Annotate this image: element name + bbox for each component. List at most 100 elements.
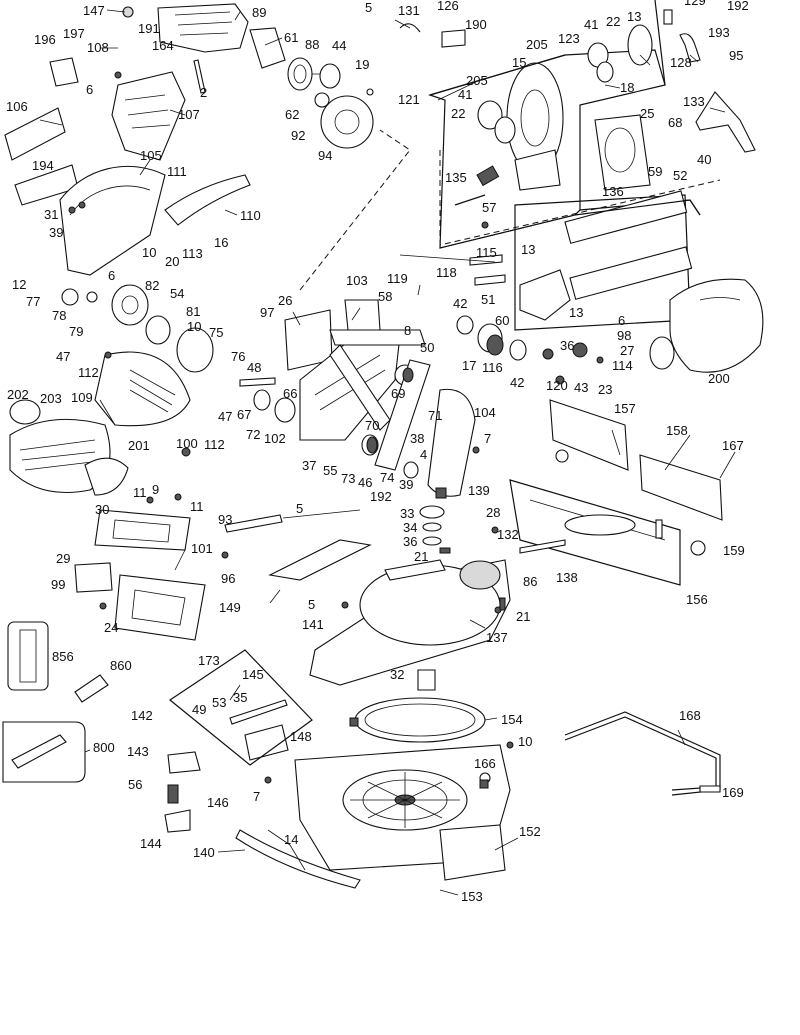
part-label: 22 bbox=[451, 106, 465, 121]
part-label: 5 bbox=[308, 597, 315, 612]
part-label: 133 bbox=[683, 94, 705, 109]
part-label: 42 bbox=[510, 375, 524, 390]
fasteners bbox=[68, 71, 604, 804]
part-label: 106 bbox=[6, 99, 28, 114]
part-label: 71 bbox=[428, 408, 442, 423]
part-label: 114 bbox=[612, 358, 633, 373]
hold-down-rod bbox=[564, 711, 721, 796]
part-label: 5 bbox=[365, 0, 372, 15]
part-label: 28 bbox=[486, 505, 500, 520]
fence-assembly bbox=[509, 399, 723, 586]
part-label: 169 bbox=[722, 785, 744, 800]
part-label: 205 bbox=[466, 73, 488, 88]
part-label: 67 bbox=[237, 407, 251, 422]
lower-guard-assembly bbox=[9, 284, 333, 496]
part-label: 128 bbox=[670, 55, 692, 70]
part-label: 157 bbox=[614, 401, 636, 416]
part-label: 148 bbox=[290, 729, 312, 744]
part-label: 205 bbox=[526, 37, 548, 52]
part-label: 27 bbox=[620, 343, 634, 358]
part-label: 129 bbox=[684, 0, 706, 8]
part-label: 112 bbox=[204, 437, 225, 452]
part-label: 49 bbox=[192, 702, 206, 717]
part-label: 13 bbox=[627, 9, 641, 24]
part-label: 196 bbox=[34, 32, 56, 47]
part-label: 152 bbox=[519, 824, 541, 839]
accessory-parts bbox=[2, 621, 289, 833]
part-label: 68 bbox=[668, 115, 682, 130]
part-label: 47 bbox=[56, 349, 70, 364]
part-label: 203 bbox=[40, 391, 62, 406]
part-label: 88 bbox=[305, 37, 319, 52]
part-label: 193 bbox=[708, 25, 730, 40]
part-label: 39 bbox=[399, 477, 413, 492]
part-label: 202 bbox=[7, 387, 29, 402]
part-label: 4 bbox=[420, 447, 427, 462]
part-label: 55 bbox=[323, 463, 337, 478]
part-label: 36 bbox=[403, 534, 417, 549]
part-label: 856 bbox=[52, 649, 74, 664]
part-label: 54 bbox=[170, 286, 184, 301]
part-label: 15 bbox=[512, 55, 526, 70]
part-label: 36 bbox=[560, 338, 574, 353]
part-label: 52 bbox=[673, 168, 687, 183]
part-label: 108 bbox=[87, 40, 109, 55]
part-label: 137 bbox=[486, 630, 508, 645]
part-label: 39 bbox=[49, 225, 63, 240]
part-label: 6 bbox=[108, 268, 115, 283]
part-label: 93 bbox=[218, 512, 232, 527]
part-label: 110 bbox=[240, 208, 261, 223]
part-label: 2 bbox=[200, 85, 207, 100]
part-label: 33 bbox=[400, 506, 414, 521]
part-label: 32 bbox=[390, 667, 404, 682]
part-label: 89 bbox=[252, 5, 266, 20]
part-label: 142 bbox=[131, 708, 153, 723]
part-label: 95 bbox=[729, 48, 743, 63]
part-label: 201 bbox=[128, 438, 150, 453]
part-label: 47 bbox=[218, 409, 232, 424]
part-label: 48 bbox=[247, 360, 261, 375]
part-label: 192 bbox=[727, 0, 749, 13]
part-label: 126 bbox=[437, 0, 459, 13]
part-label: 103 bbox=[346, 273, 368, 288]
part-label: 8 bbox=[404, 323, 411, 338]
part-label: 96 bbox=[221, 571, 235, 586]
part-label: 121 bbox=[398, 92, 420, 107]
blade-guard-upper bbox=[4, 57, 251, 276]
part-label: 149 bbox=[219, 600, 241, 615]
turntable-and-base bbox=[235, 505, 566, 889]
part-label: 69 bbox=[391, 386, 405, 401]
part-label: 123 bbox=[558, 31, 580, 46]
part-label: 99 bbox=[51, 577, 65, 592]
part-label: 194 bbox=[32, 158, 54, 173]
part-label: 119 bbox=[387, 271, 408, 286]
part-drawings bbox=[2, 0, 764, 889]
part-label: 7 bbox=[484, 431, 491, 446]
part-label: 118 bbox=[436, 265, 457, 280]
part-label: 79 bbox=[69, 324, 83, 339]
part-label: 97 bbox=[260, 305, 274, 320]
part-label: 167 bbox=[722, 438, 744, 453]
part-label: 10 bbox=[518, 734, 532, 749]
part-label: 40 bbox=[697, 152, 711, 167]
part-label: 22 bbox=[606, 14, 620, 29]
part-label: 57 bbox=[482, 200, 496, 215]
motor-housing bbox=[122, 3, 374, 149]
part-label: 62 bbox=[285, 107, 299, 122]
part-label: 131 bbox=[398, 3, 420, 18]
part-label: 192 bbox=[370, 489, 392, 504]
part-label: 154 bbox=[501, 712, 523, 727]
part-label: 164 bbox=[152, 38, 174, 53]
part-label: 56 bbox=[128, 777, 142, 792]
leader-lines bbox=[39, 9, 736, 896]
part-label: 11 bbox=[133, 485, 147, 500]
part-label: 77 bbox=[26, 294, 40, 309]
part-label: 112 bbox=[78, 365, 99, 380]
part-label: 191 bbox=[138, 21, 160, 36]
part-label: 86 bbox=[523, 574, 537, 589]
part-label: 38 bbox=[410, 431, 424, 446]
part-label: 102 bbox=[264, 431, 286, 446]
part-label: 81 bbox=[186, 304, 200, 319]
part-label: 59 bbox=[648, 164, 662, 179]
